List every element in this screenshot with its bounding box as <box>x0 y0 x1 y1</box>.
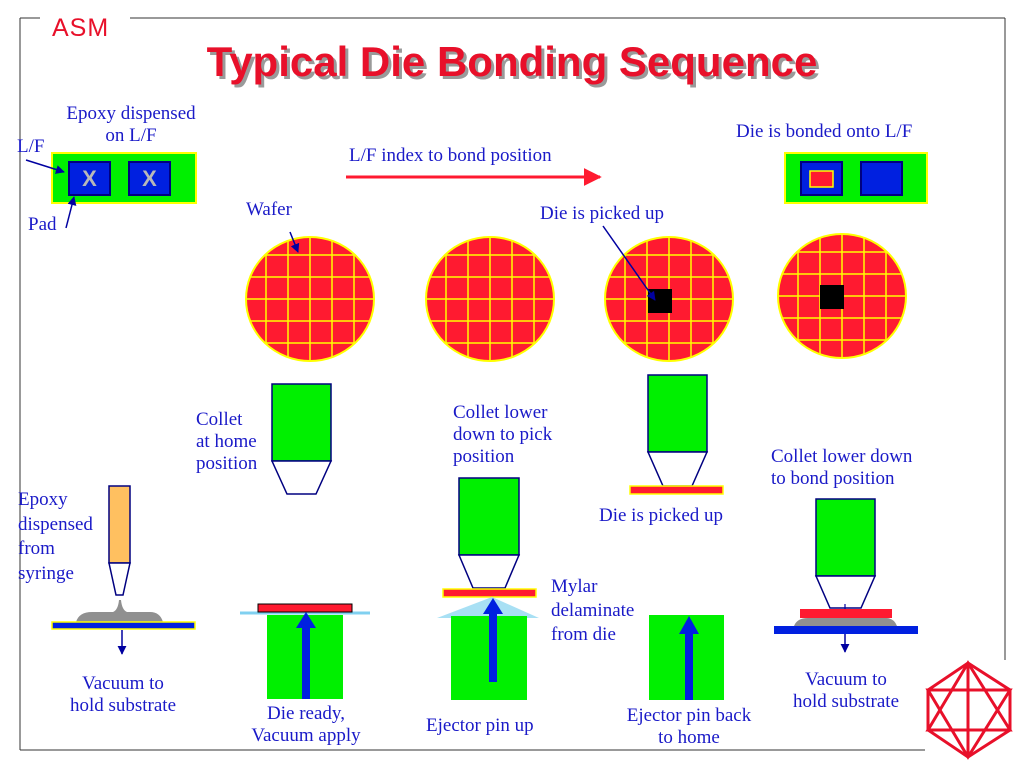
collet-pick <box>442 477 537 598</box>
lead-frame-with-pads <box>51 152 197 204</box>
pad-pointer-arrow <box>65 196 77 229</box>
ejector-die-ready <box>240 603 370 699</box>
wafer-3 <box>604 236 734 362</box>
picked-top-label: Die is picked up <box>540 203 665 224</box>
asm-logo-icon <box>925 660 1013 760</box>
left-substrate <box>51 621 196 630</box>
pad-right <box>128 161 171 196</box>
bonded-lead-frame <box>784 152 928 204</box>
wafer-2 <box>425 236 555 362</box>
page-title: Typical Die Bonding Sequence <box>206 38 818 85</box>
pad-mark-right: X <box>142 166 157 191</box>
collet-picked <box>629 374 724 495</box>
lf-label: L/F <box>17 136 45 157</box>
asm-logo-text: ASM <box>52 14 110 42</box>
collet-bond <box>774 498 918 653</box>
die-ready-label: Die ready,Vacuum apply <box>251 703 361 746</box>
wafer-row <box>245 233 907 362</box>
collet-home <box>270 383 333 495</box>
pad-label: Pad <box>28 214 57 235</box>
picked-die-pointer-arrow <box>602 225 656 301</box>
bond-epoxy <box>794 618 897 626</box>
epoxy-dot <box>76 600 163 622</box>
ejector-pin-up <box>437 597 539 700</box>
bonded-die <box>809 170 834 188</box>
epoxy-dispensed-label: Epoxy dispensed on L/F <box>66 103 196 146</box>
bond-die <box>800 609 892 618</box>
wafer-4 <box>777 233 907 359</box>
bond-substrate <box>774 626 918 634</box>
index-label: L/F index to bond position <box>349 145 552 166</box>
epoxy-syringe <box>51 485 196 655</box>
page-frame <box>19 17 1006 751</box>
wafer-pointer-arrow <box>289 231 300 253</box>
ejector-pin-home <box>649 615 724 700</box>
lf-pointer-arrow <box>25 159 65 174</box>
wafer-label: Wafer <box>246 199 292 220</box>
pad-left <box>68 161 111 196</box>
pad-mark-left: X <box>82 166 97 191</box>
bonded-label: Die is bonded onto L/F <box>736 121 913 142</box>
wafer-die-vacancy <box>820 285 844 309</box>
wafer-die-vacancy <box>648 289 672 313</box>
picked-mid-label: Die is picked up <box>599 505 724 526</box>
wafer-1 <box>245 236 375 362</box>
ejector-up-label: Ejector pin up <box>426 715 534 736</box>
pick-die <box>442 588 537 598</box>
picked-die <box>629 485 724 495</box>
